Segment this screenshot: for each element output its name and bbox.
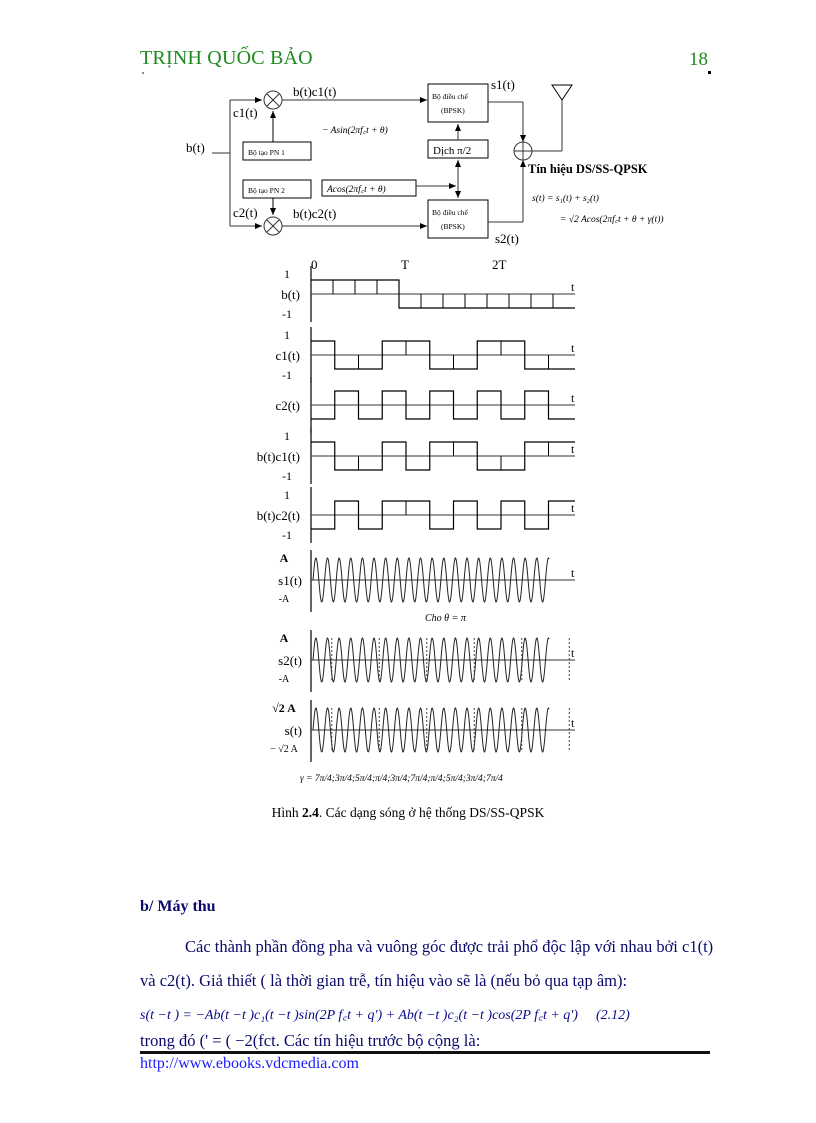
sin-carrier-label: − Asin(2πf꜀t + θ) xyxy=(322,125,388,136)
svg-text:s1(t): s1(t) xyxy=(278,573,302,588)
waveform-c1t: c1(t) 1 -1 t xyxy=(275,327,575,383)
equation-number: (2.12) xyxy=(595,1008,630,1023)
time-label-0: 0 xyxy=(311,257,318,272)
svg-text:− √2 A: − √2 A xyxy=(270,744,299,755)
svg-text:b(t)c2(t): b(t)c2(t) xyxy=(257,508,300,523)
footer-divider xyxy=(140,1051,710,1054)
svg-text:-1: -1 xyxy=(282,368,292,382)
svg-text:t: t xyxy=(571,442,575,456)
svg-text:t: t xyxy=(571,341,575,355)
mod2-label-2: (BPSK) xyxy=(441,222,465,231)
figure-number: 2.4 xyxy=(302,805,319,820)
mod1-label-1: Bộ điều chế xyxy=(432,92,468,101)
header-mark-left xyxy=(142,72,144,74)
svg-text:-A: -A xyxy=(279,594,290,605)
output-title: Tín hiệu DS/SS-QPSK xyxy=(528,162,648,176)
svg-text:s2(t): s2(t) xyxy=(278,653,302,668)
svg-text:c1(t): c1(t) xyxy=(275,348,300,363)
svg-text:√2 A: √2 A xyxy=(272,701,296,715)
svg-text:A: A xyxy=(280,551,289,565)
pn1-label: Bộ tạo PN 1 xyxy=(248,148,285,157)
waveform-bt: b(t) 1 -1 t xyxy=(281,266,575,322)
waveform-btc2t: b(t)c2(t) 1 -1 t xyxy=(257,487,575,543)
mod2-label-1: Bộ điều chế xyxy=(432,208,468,217)
svg-text:t: t xyxy=(571,646,575,660)
output-eq2: = √2 Acos(2πf꜀t + θ + γ(t)) xyxy=(560,214,664,225)
theta-note: Cho θ = π xyxy=(425,613,467,624)
output-eq1: s(t) = s₁(t) + s₂(t) xyxy=(532,193,599,204)
block-diagram: b(t) c1(t) c2(t) b(t)c1(t) b(t)c2(t) s1(… xyxy=(186,77,664,246)
svg-text:-A: -A xyxy=(279,674,290,685)
svg-text:1: 1 xyxy=(284,429,290,443)
c2-label: c2(t) xyxy=(233,205,258,220)
page-number: 18 xyxy=(689,49,708,70)
gamma-line: γ = 7π/4;3π/4;5π/4;π/4;3π/4;7π/4;π/4;5π/… xyxy=(300,774,503,784)
s1-label: s1(t) xyxy=(491,77,515,92)
pn2-label: Bộ tạo PN 2 xyxy=(248,186,285,195)
svg-text:c2(t): c2(t) xyxy=(275,398,300,413)
cos-carrier-label: Acos(2πf꜀t + θ) xyxy=(326,184,386,195)
s2-label: s2(t) xyxy=(495,231,519,246)
svg-text:1: 1 xyxy=(284,267,290,281)
waveform-s1t: As1(t) -A t xyxy=(278,550,575,612)
bc2-label: b(t)c2(t) xyxy=(293,206,336,221)
paragraph-2: trong đó (' = ( −2(fct. Các tín hiệu trư… xyxy=(140,1031,481,1050)
svg-text:b(t)c1(t): b(t)c1(t) xyxy=(257,449,300,464)
paragraph-1: Các thành phần đồng pha và vuông góc đượ… xyxy=(140,937,714,990)
header-mark xyxy=(708,71,711,74)
svg-text:1: 1 xyxy=(284,488,290,502)
svg-text:t: t xyxy=(571,566,575,580)
time-label-T: T xyxy=(401,257,409,272)
waveform-figure: 0 T 2T b(t) 1 -1 t c1(t) 1 -1 t c2(t) t b(t)c1(t) 1… xyxy=(257,257,575,784)
phase-shift-label: Dịch π/2 xyxy=(433,145,471,157)
svg-text:-1: -1 xyxy=(282,307,292,321)
svg-text:t: t xyxy=(571,280,575,294)
header-title: TRỊNH QUỐC BẢO xyxy=(140,47,313,69)
waveform-btc1t: b(t)c1(t) 1 -1 t xyxy=(257,428,575,484)
svg-text:-1: -1 xyxy=(282,528,292,542)
input-label: b(t) xyxy=(186,140,205,155)
c1-label: c1(t) xyxy=(233,105,258,120)
waveform-c2t: c2(t) t xyxy=(275,377,575,433)
svg-text:t: t xyxy=(571,716,575,730)
section-heading: b/ Máy thu xyxy=(140,898,216,915)
mod1-label-2: (BPSK) xyxy=(441,106,465,115)
footer-link[interactable]: http://www.ebooks.vdcmedia.com xyxy=(140,1055,359,1072)
svg-text:s(t): s(t) xyxy=(285,723,302,738)
waveform-s2t: As2(t) -A t xyxy=(278,630,575,692)
waveform-st: √2 A s(t) − √2 A t xyxy=(270,700,575,762)
svg-text:t: t xyxy=(571,391,575,405)
svg-text:t: t xyxy=(571,501,575,515)
svg-text:b(t): b(t) xyxy=(281,287,300,302)
figure-caption: Hình 2.4. Các dạng sóng ở hệ thống DS/SS… xyxy=(271,805,545,820)
equation-2-12: s(t −t ) = −Ab(t −t )c₁(t −t )sin(2P f꜀t… xyxy=(140,1008,630,1023)
svg-text:-1: -1 xyxy=(282,469,292,483)
time-label-2T: 2T xyxy=(492,257,507,272)
svg-text:1: 1 xyxy=(284,328,290,342)
svg-text:A: A xyxy=(280,631,289,645)
bc1-label: b(t)c1(t) xyxy=(293,84,336,99)
